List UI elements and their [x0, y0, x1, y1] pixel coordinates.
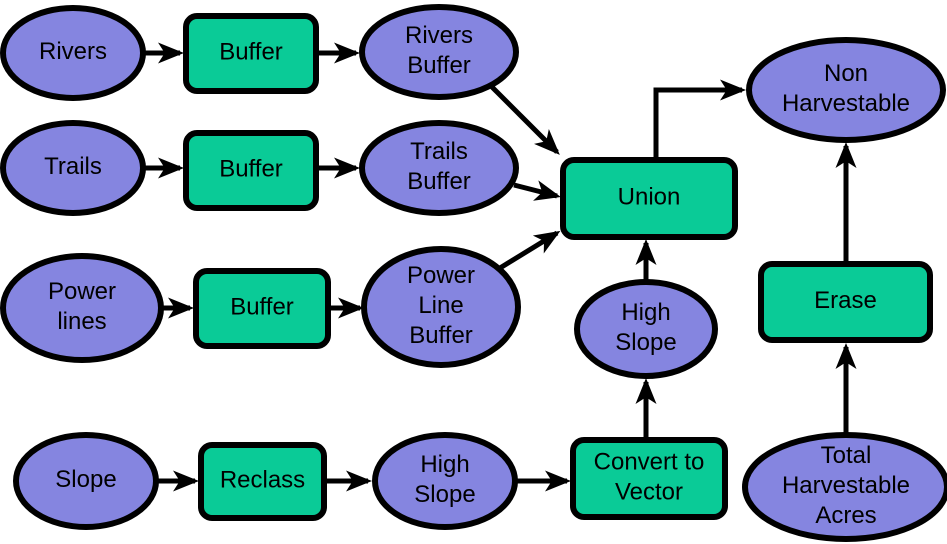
flow-arrow-rivers-buffer-to-union: [490, 85, 560, 155]
data-node-ellipse-rivers-buffer[interactable]: [359, 4, 519, 100]
node-buffer-power[interactable]: Buffer: [193, 268, 331, 349]
node-slope[interactable]: Slope: [13, 432, 159, 530]
node-erase[interactable]: Erase: [758, 261, 933, 343]
data-node-ellipse-power-line-buffer[interactable]: [361, 246, 521, 368]
process-node-rect-convert-to-vector[interactable]: [570, 437, 728, 520]
data-node-ellipse-high-slope-vector[interactable]: [574, 279, 718, 379]
flow-arrow-power-line-buffer-to-union: [498, 230, 561, 271]
data-node-ellipse-power-lines[interactable]: [0, 253, 164, 363]
process-node-rect-union[interactable]: [560, 157, 738, 240]
data-node-ellipse-rivers[interactable]: [0, 5, 146, 101]
process-node-rect-erase[interactable]: [758, 261, 933, 343]
data-node-ellipse-non-harvestable[interactable]: [746, 37, 946, 143]
flow-arrow-trails-buffer-to-union: [513, 180, 561, 201]
process-node-rect-buffer-trails[interactable]: [183, 130, 319, 211]
node-reclass[interactable]: Reclass: [198, 442, 327, 521]
data-node-ellipse-total-harvestable[interactable]: [742, 432, 947, 542]
flow-arrow-union-to-non-harvestable: [653, 79, 746, 157]
node-buffer-trails[interactable]: Buffer: [183, 130, 319, 211]
node-union[interactable]: Union: [560, 157, 738, 240]
data-node-ellipse-slope[interactable]: [13, 432, 159, 530]
process-node-rect-buffer-rivers[interactable]: [183, 13, 319, 94]
edges-layer: [145, 42, 857, 492]
node-trails[interactable]: Trails: [0, 120, 146, 216]
node-buffer-rivers[interactable]: Buffer: [183, 13, 319, 94]
node-rivers[interactable]: Rivers: [0, 5, 146, 101]
data-node-ellipse-trails-buffer[interactable]: [359, 120, 519, 216]
process-node-rect-buffer-power[interactable]: [193, 268, 331, 349]
data-node-ellipse-trails[interactable]: [0, 120, 146, 216]
data-node-ellipse-high-slope-raster[interactable]: [372, 432, 518, 530]
process-node-rect-reclass[interactable]: [198, 442, 327, 521]
